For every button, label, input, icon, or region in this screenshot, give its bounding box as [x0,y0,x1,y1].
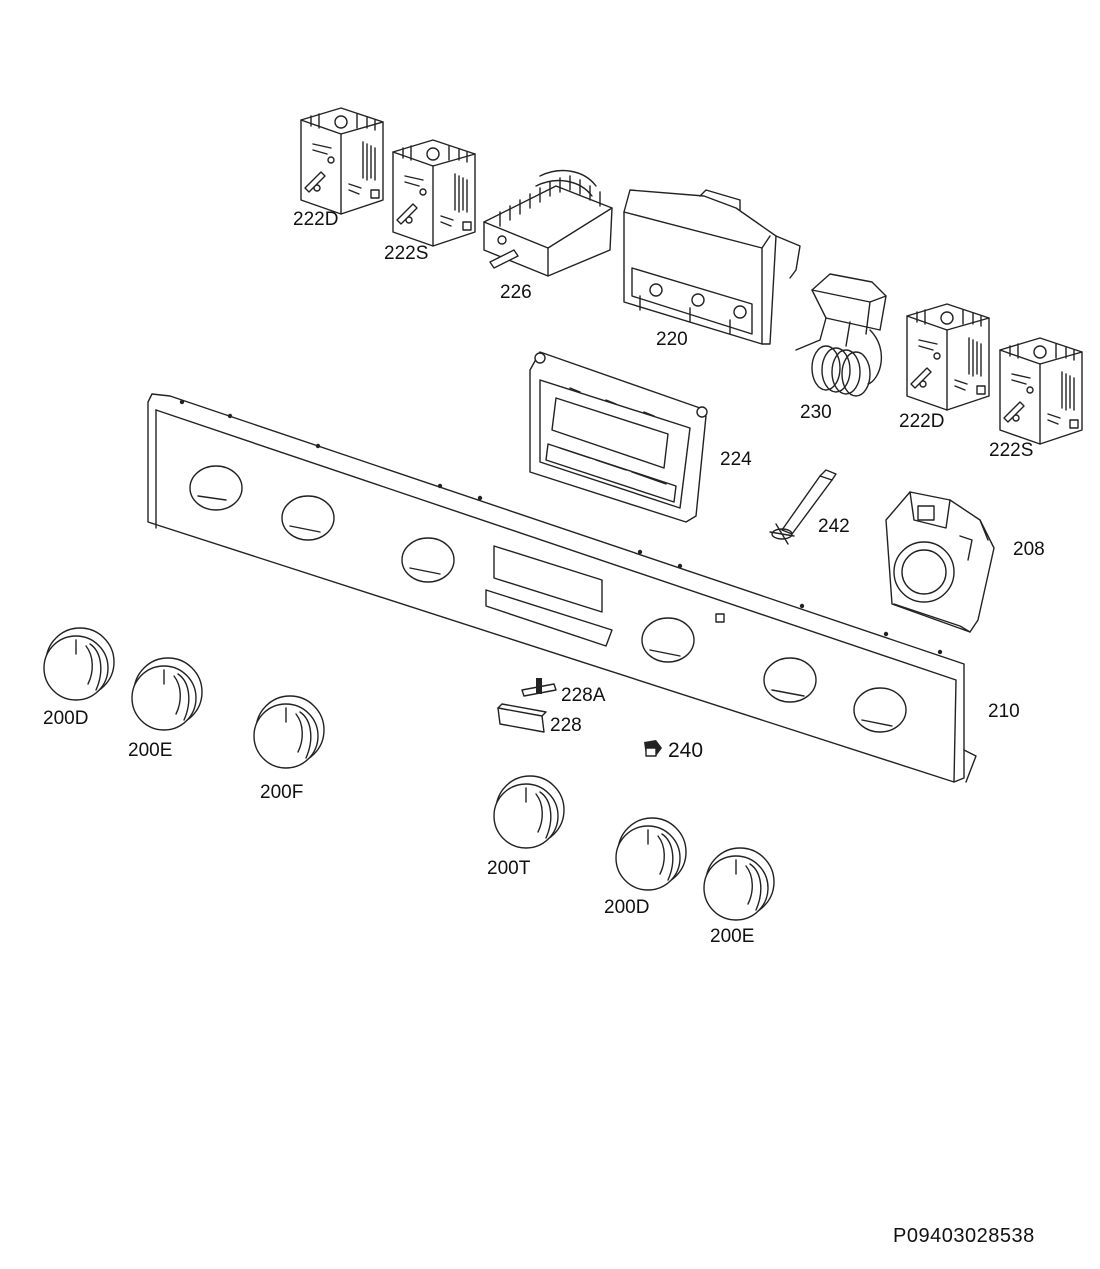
knob-200d-right [615,817,687,891]
knob-200f [253,695,325,769]
part-228 [497,703,547,733]
regulator-222s-top [392,139,476,247]
regulator-222d-top [300,107,384,215]
control-panel-210 [147,393,977,783]
label-222d-right: 222D [899,411,945,432]
label-208: 208 [1013,539,1045,560]
label-210: 210 [988,701,1020,722]
label-200e-left: 200E [128,740,173,761]
programmer-224 [529,351,708,523]
knob-200e-left [131,657,203,731]
regulator-222s-right [999,337,1083,445]
housing-208 [885,491,995,633]
label-242: 242 [818,516,850,537]
label-226: 226 [500,282,532,303]
selector-switch-226 [483,169,613,277]
label-224: 224 [720,449,752,470]
knob-200d-left [43,627,115,701]
label-222d-top: 222D [293,209,339,230]
clip-240 [644,740,662,757]
label-200e-right: 200E [710,926,755,947]
label-222s-top: 222S [384,243,429,264]
knob-200e-right [703,847,775,921]
label-228: 228 [550,715,582,736]
document-id: P09403028538 [893,1225,1035,1247]
part-228a [521,678,557,697]
label-222s-right: 222S [989,440,1034,461]
label-228a: 228A [561,685,606,706]
label-200d-right: 200D [604,897,650,918]
thermostat-230 [795,273,887,397]
regulator-222d-right [906,303,990,411]
label-240: 240 [668,739,704,762]
display-housing-220 [623,189,801,345]
label-200d-left: 200D [43,708,89,729]
label-200t: 200T [487,858,531,879]
knob-200t [493,775,565,849]
sensor-242 [769,469,837,545]
label-220: 220 [656,329,688,350]
label-200f: 200F [260,782,304,803]
label-230: 230 [800,402,832,423]
